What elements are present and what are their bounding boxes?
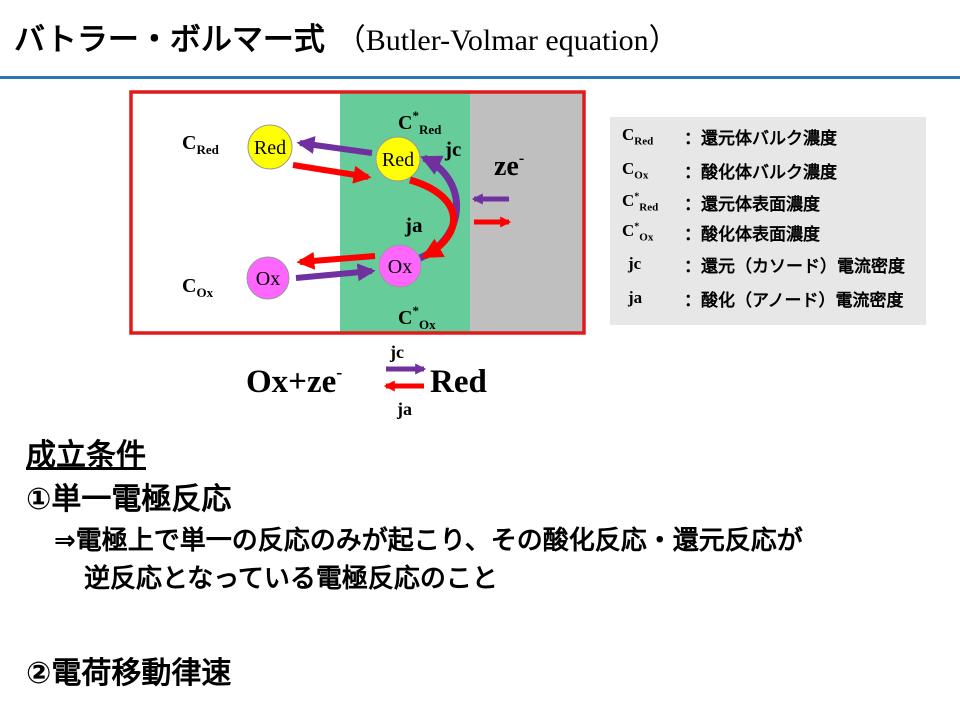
equation-left: Ox+ze- [246, 362, 342, 400]
ox-diffusion-in-arrow [295, 263, 376, 282]
title-english: （Butler-Volmar equation） [335, 24, 679, 57]
legend-item: COx ：酸化体バルク濃度 [622, 158, 837, 183]
condition-single-electrode-reaction: ①単一電極反応 [26, 482, 232, 517]
equation-right: Red [430, 364, 487, 400]
red-bulk-text: Red [254, 137, 286, 159]
condition-description: ⇒電極上で単一の反応のみが起こり、その酸化反応・還元反応が 逆反応となっている電… [54, 522, 803, 598]
ja-label: ja [404, 213, 423, 237]
red-bulk-circle [247, 124, 293, 170]
ox-surface-circle [378, 244, 422, 288]
conditions-heading: 成立条件 [26, 438, 146, 473]
butler-volmer-diagram: CRed COx C*Red C*Ox Red Red Ox Ox jc ja … [129, 90, 586, 419]
legend-item: C*Red ：還元体表面濃度 [622, 190, 820, 215]
red-diffusion-in-arrow [292, 162, 372, 184]
ox-bulk-text: Ox [256, 268, 280, 290]
c-star-red-label: C*Red [398, 108, 442, 137]
legend-box: CRed ：還元体バルク濃度 COx ：酸化体バルク濃度 C*Red ：還元体表… [610, 117, 926, 325]
legend-item: jc ：還元（カソード）電流密度 [628, 254, 905, 277]
equation-jc-label: jc [389, 342, 404, 362]
ox-surface-text: Ox [388, 256, 412, 278]
electron-label: ze- [494, 150, 524, 182]
legend-item: ja ：酸化（アノード）電流密度 [628, 288, 904, 311]
legend-item: C*Ox ：酸化体表面濃度 [622, 220, 820, 245]
electrode-region [470, 92, 584, 333]
condition-description-line2: 逆反応となっている電極反応のこと [84, 564, 498, 594]
legend-item: CRed ：還元体バルク濃度 [622, 124, 837, 149]
c-red-label: CRed [182, 132, 220, 157]
red-surface-circle [375, 136, 421, 182]
page-title: バトラー・ボルマー式 （Butler-Volmar equation） [14, 14, 679, 59]
c-star-ox-label: C*Ox [398, 303, 436, 332]
jc-label: jc [444, 137, 461, 161]
red-diffusion-out-arrow [296, 136, 373, 156]
surface-layer [340, 92, 470, 333]
reaction-frame [129, 90, 586, 335]
ja-curved-arrow [409, 176, 457, 260]
title-japanese: バトラー・ボルマー式 [14, 22, 325, 58]
ox-bulk-circle [246, 256, 290, 300]
c-ox-label: COx [182, 275, 214, 300]
condition-description-line1: ⇒電極上で単一の反応のみが起こり、その酸化反応・還元反応が [54, 526, 803, 556]
title-underline [0, 76, 960, 79]
equation-ja-label: ja [396, 399, 412, 419]
ox-diffusion-out-arrow [296, 251, 376, 270]
red-surface-text: Red [382, 149, 414, 171]
condition-charge-transfer-limited: ②電荷移動律速 [26, 656, 232, 691]
